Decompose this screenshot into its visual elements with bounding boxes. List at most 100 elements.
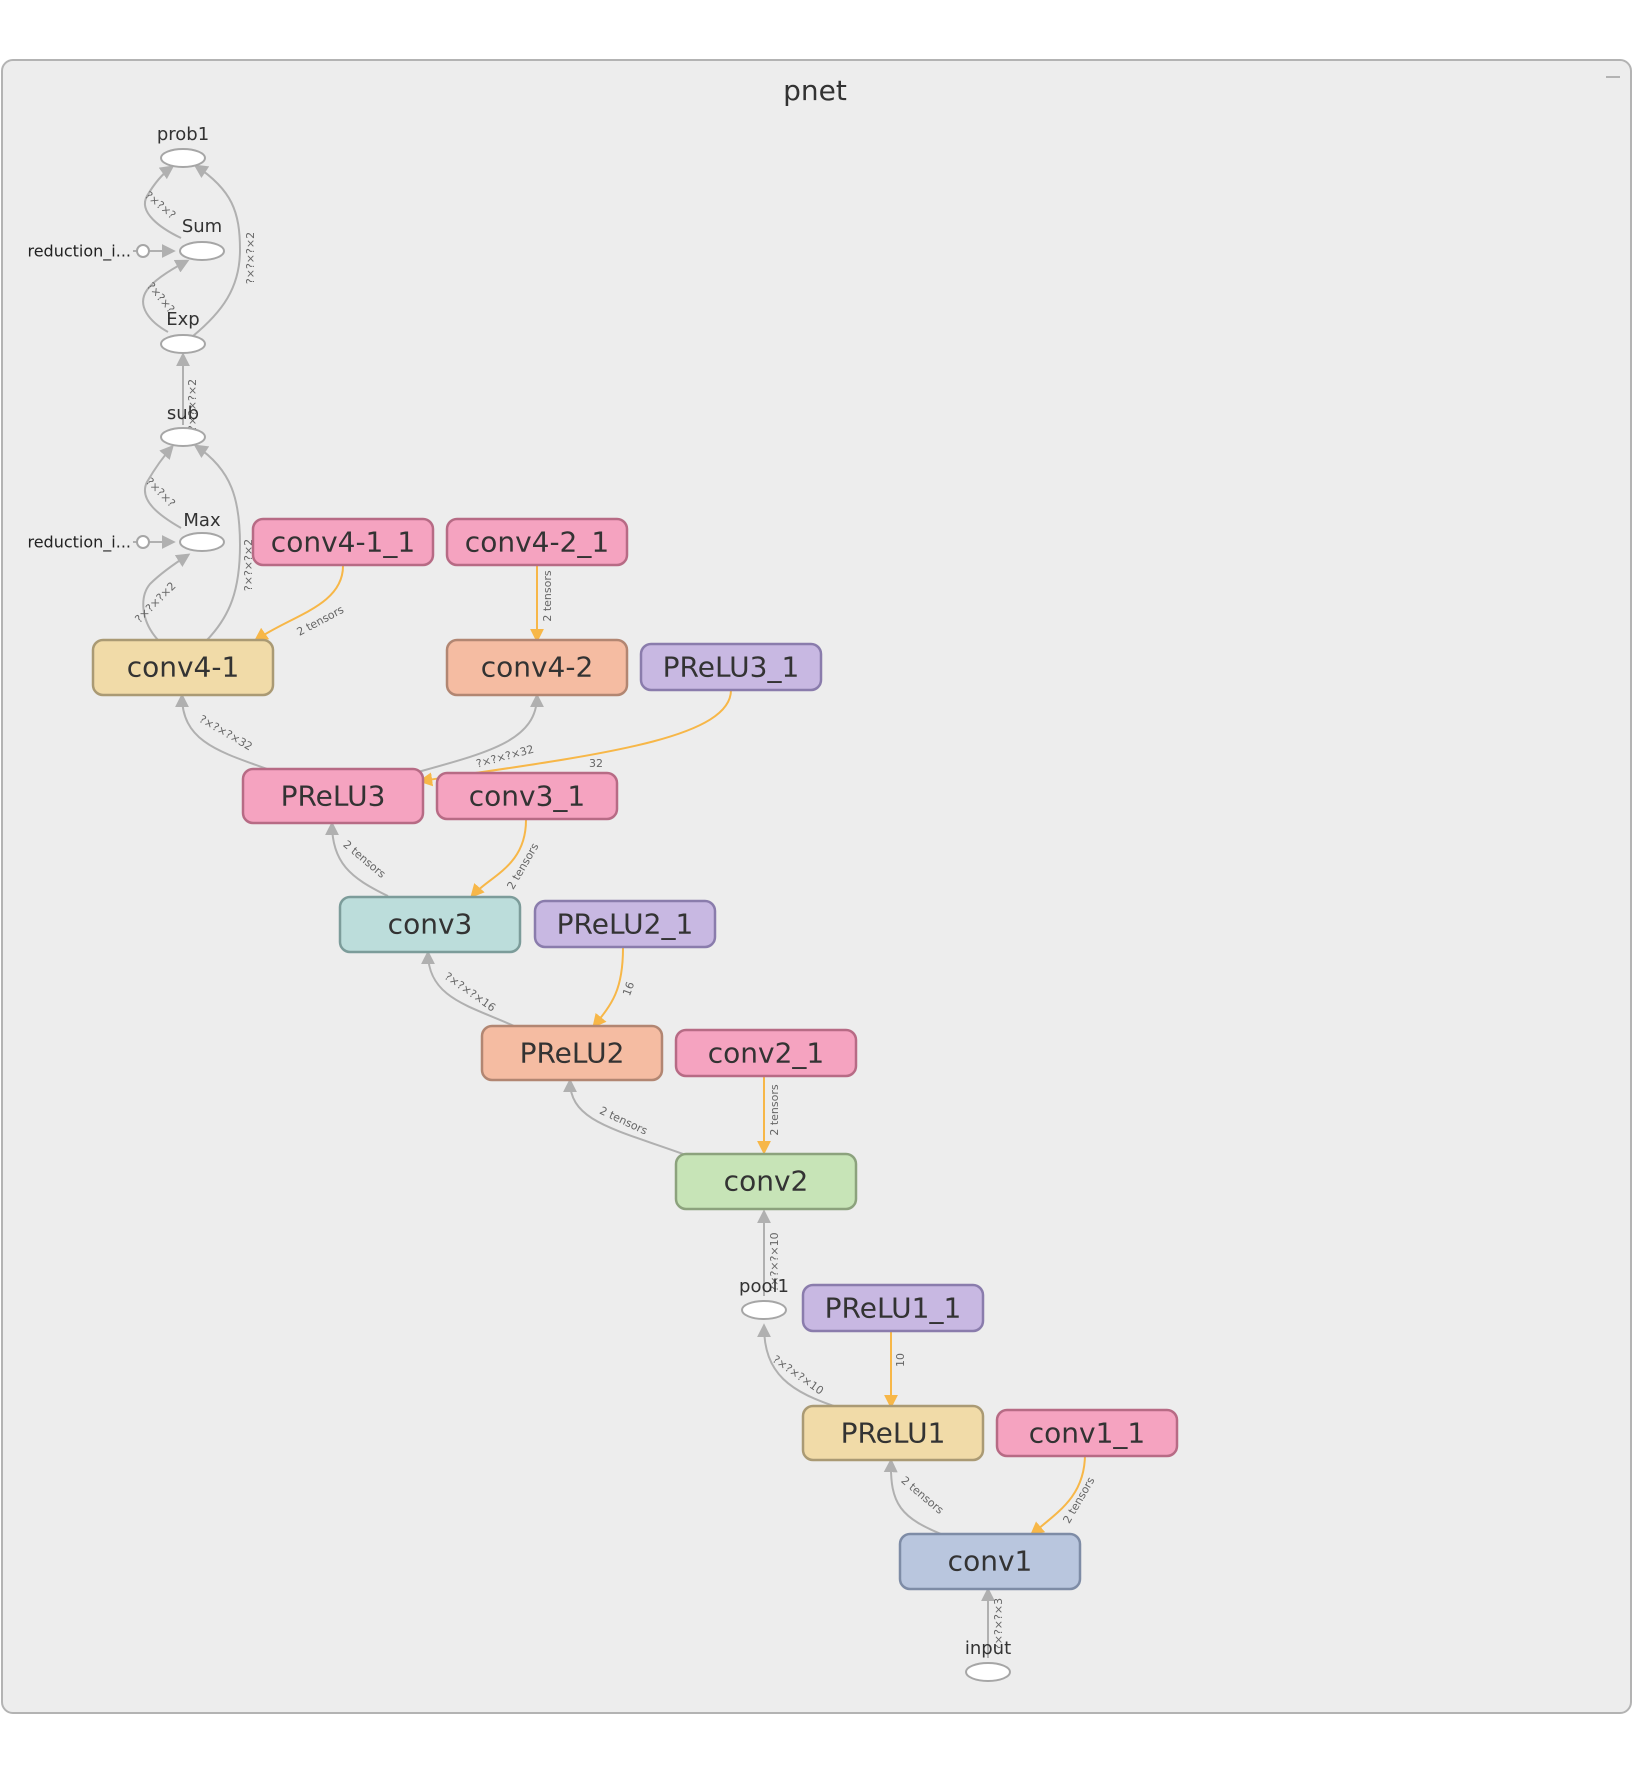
edge-conv2-prelu2 [563, 1078, 684, 1155]
node-conv2-1-label: conv2_1 [708, 1037, 824, 1070]
op-exp[interactable]: Exp [160, 309, 206, 354]
edge-conv411-conv41 [253, 565, 344, 642]
reduction-sum-const-icon [136, 244, 150, 258]
node-conv3[interactable]: conv3 [338, 895, 522, 954]
op-max-shape [179, 532, 225, 552]
node-conv2-1[interactable]: conv2_1 [674, 1028, 858, 1078]
edge-label-conv3-prelu3: 2 tensors [340, 838, 388, 881]
node-prelu1-1[interactable]: PReLU1_1 [801, 1283, 985, 1333]
edge-conv41-sub [193, 444, 242, 641]
node-prelu2[interactable]: PReLU2 [480, 1024, 664, 1082]
edge-label-sub-exp: ?×?×?×2 [186, 379, 199, 431]
edge-conv11-conv1 [1029, 1453, 1086, 1536]
edge-label-conv31-conv3: 2 tensors [505, 841, 542, 892]
graph-title: pnet [783, 74, 847, 107]
node-conv4-2[interactable]: conv4-2 [445, 638, 629, 697]
edge-prelu1-pool1 [757, 1323, 841, 1409]
node-conv4-2-1-box [445, 517, 629, 567]
edge-label-conv21-conv2: 2 tensors [768, 1084, 781, 1136]
node-conv2-box [674, 1152, 858, 1211]
node-prelu3[interactable]: PReLU3 [241, 767, 425, 825]
node-prelu3-1[interactable]: PReLU3_1 [639, 642, 823, 692]
node-conv1-label: conv1 [948, 1545, 1033, 1578]
op-pool1-shape [741, 1300, 787, 1320]
edge-conv31-conv3 [470, 819, 527, 899]
op-sub-shape [160, 427, 206, 447]
node-prelu3-1-label: PReLU3_1 [663, 651, 800, 684]
op-exp-label: Exp [166, 309, 199, 330]
op-prob1[interactable]: prob1 [157, 124, 209, 168]
op-sub-label: sub [167, 403, 199, 424]
edge-conv3-prelu3 [325, 821, 389, 897]
node-prelu1-1-label: PReLU1_1 [825, 1292, 962, 1325]
node-conv4-2-label: conv4-2 [481, 651, 594, 684]
op-prob1-label: prob1 [157, 124, 209, 145]
op-pool1[interactable]: pool1 [739, 1276, 789, 1320]
edge-prelu2-conv3 [421, 950, 515, 1027]
node-conv1-box [898, 1532, 1082, 1591]
node-conv4-1[interactable]: conv4-1 [91, 638, 275, 697]
edge-label-conv411-conv41: 2 tensors [295, 603, 347, 639]
node-conv2-1-box [674, 1028, 858, 1078]
node-conv2[interactable]: conv2 [674, 1152, 858, 1211]
node-conv1-1[interactable]: conv1_1 [995, 1408, 1179, 1458]
node-prelu1-box [801, 1404, 985, 1462]
node-prelu3-1-box [639, 642, 823, 692]
edge-label-max-sub: ?×?×? [143, 475, 178, 510]
node-conv3-1-label: conv3_1 [469, 780, 585, 813]
node-conv3-label: conv3 [388, 908, 473, 941]
edge-exp-prob1 [192, 164, 242, 337]
edge-prelu31-prelu3 [418, 689, 732, 787]
node-conv4-2-1-label: conv4-2_1 [465, 526, 609, 559]
node-prelu1[interactable]: PReLU1 [801, 1404, 985, 1462]
node-prelu2-box [480, 1024, 664, 1082]
node-conv4-1-box [91, 638, 275, 697]
edge-label-conv41-max: ?×?×?×2 [132, 579, 178, 625]
node-prelu2-1[interactable]: PReLU2_1 [533, 899, 717, 949]
edge-prelu3-conv42 [417, 693, 544, 773]
edge-label-pool1-conv2: ?×?×?×10 [768, 1232, 781, 1291]
op-sum[interactable]: Sum [179, 216, 225, 261]
node-conv4-1-1-box [251, 517, 435, 567]
op-sum-label: Sum [182, 216, 222, 237]
edge-label-conv1-prelu1: 2 tensors [898, 1474, 946, 1517]
node-conv3-1[interactable]: conv3_1 [435, 771, 619, 821]
node-conv4-1-label: conv4-1 [127, 651, 240, 684]
op-sum-shape [179, 241, 225, 261]
reduction-max-const-icon [136, 535, 150, 549]
node-conv3-box [338, 895, 522, 954]
node-conv2-label: conv2 [724, 1165, 809, 1198]
edge-label-prelu21-prelu2: 16 [620, 980, 637, 998]
node-conv1-1-box [995, 1408, 1179, 1458]
edge-prelu3-conv41 [175, 693, 271, 771]
op-reduction-sum[interactable]: reduction_i... [27, 242, 150, 262]
node-prelu2-1-label: PReLU2_1 [557, 908, 694, 941]
node-prelu1-1-box [801, 1283, 985, 1333]
op-prob1-shape [160, 148, 206, 168]
op-pool1-label: pool1 [739, 1276, 789, 1297]
edge-conv1-prelu1 [883, 1458, 947, 1537]
op-input[interactable]: input [965, 1638, 1011, 1682]
op-exp-shape [160, 334, 206, 354]
op-input-shape [965, 1662, 1011, 1682]
edge-label-sum-prob1: ?×?×? [142, 189, 178, 222]
edge-label-prelu11-prelu1: 10 [894, 1353, 907, 1367]
edge-label-input-conv1: ?×?×?×3 [992, 1598, 1005, 1650]
node-conv4-2-1[interactable]: conv4-2_1 [445, 517, 629, 567]
edge-exp-sum [142, 259, 190, 333]
edge-sum-prob1 [144, 165, 182, 239]
node-conv1[interactable]: conv1 [898, 1532, 1082, 1591]
node-conv1-1-label: conv1_1 [1029, 1417, 1145, 1450]
node-conv4-1-1[interactable]: conv4-1_1 [251, 517, 435, 567]
edge-label-prelu3-conv41: ?×?×?×32 [197, 713, 255, 754]
edge-label-exp-prob1: ?×?×?×2 [244, 232, 257, 284]
reduction-sum-label: reduction_i... [27, 242, 131, 262]
op-sub[interactable]: sub [160, 403, 206, 447]
edge-prelu21-prelu2 [592, 947, 624, 1029]
node-prelu3-label: PReLU3 [281, 780, 386, 813]
op-reduction-max[interactable]: reduction_i... [27, 533, 150, 553]
edge-label-conv421-conv42: 2 tensors [541, 570, 554, 622]
op-max[interactable]: Max [179, 510, 225, 552]
node-prelu1-label: PReLU1 [841, 1417, 946, 1450]
